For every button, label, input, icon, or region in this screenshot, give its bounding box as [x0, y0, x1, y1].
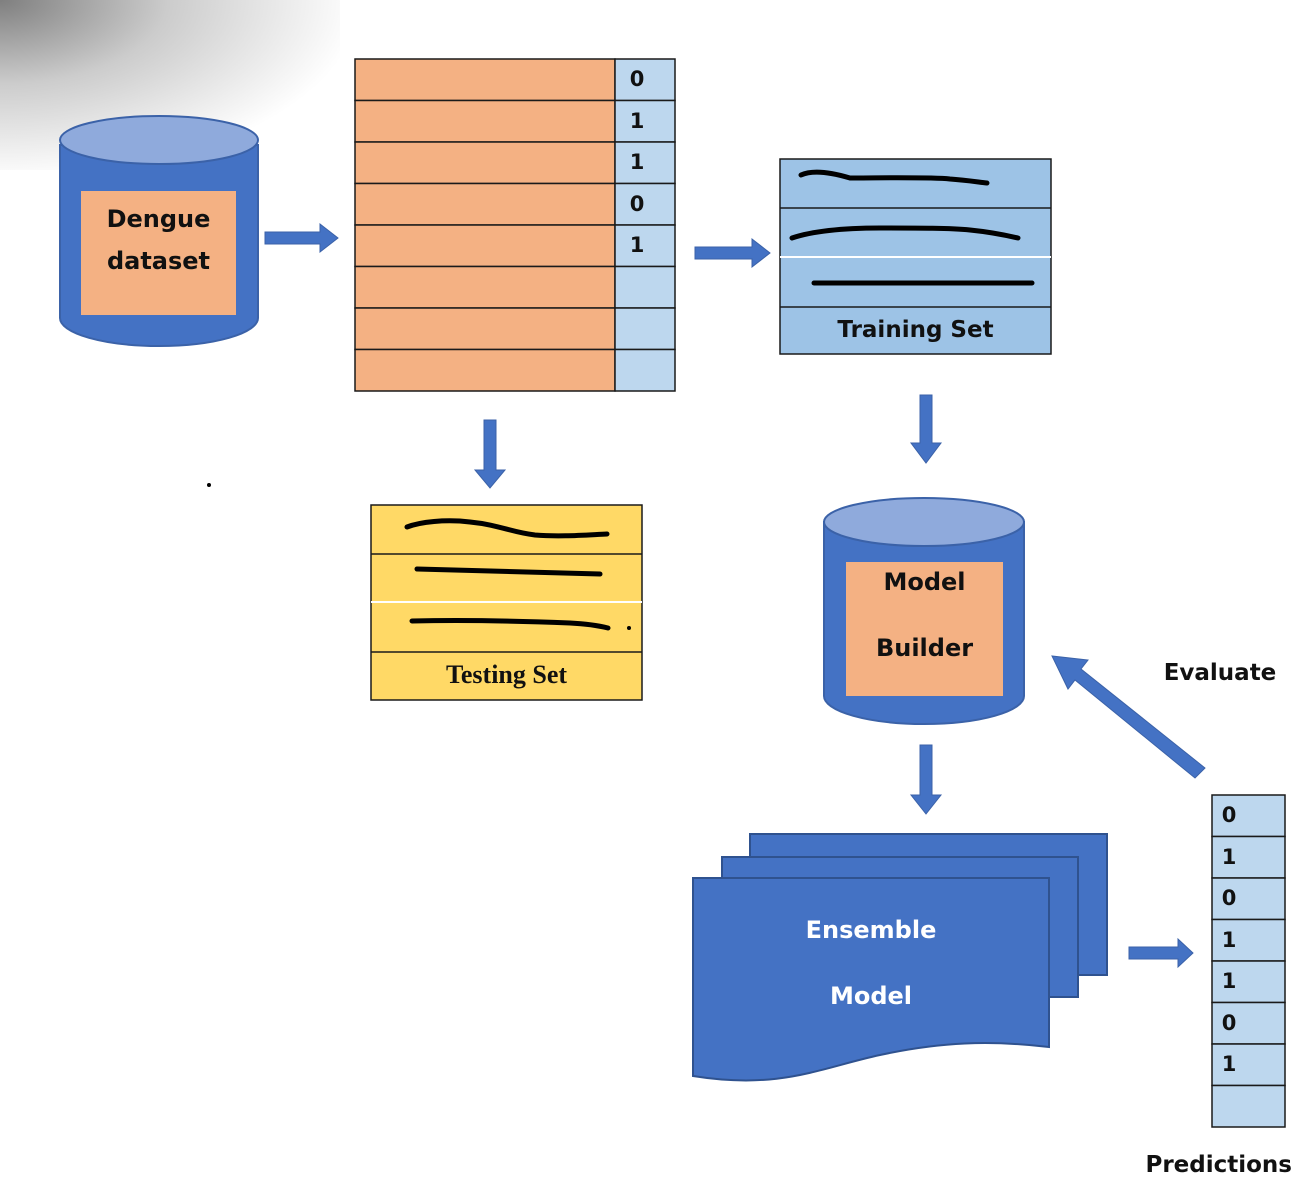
cell-value: 1: [1221, 927, 1237, 952]
testing-set-box: [370, 504, 643, 701]
arrow-ensemble-to-predictions: [1128, 937, 1194, 969]
scribble-line: [798, 169, 990, 186]
training-set-label: Training Set: [837, 317, 994, 343]
arrow-evaluate: [1051, 655, 1206, 779]
table-row-label: [614, 307, 676, 351]
cell-value: [615, 350, 659, 392]
scribble-line: [409, 618, 611, 631]
prediction-cell: [1211, 960, 1286, 1004]
dengue-dataset-cylinder: [59, 115, 259, 347]
dataset-label: Dengue dataset: [81, 198, 236, 282]
table-row-features: [354, 141, 616, 185]
table-row-label: [614, 348, 676, 392]
ensemble-model-label: Ensemble Model: [693, 910, 1049, 1016]
table-row-features: [354, 58, 616, 102]
ensemble-label-line1: Ensemble: [805, 916, 937, 944]
dataset-label-box: [81, 191, 236, 315]
model-builder-label: Model Builder: [846, 562, 1003, 668]
arrow-training-to-model: [910, 394, 942, 464]
arrow-table-to-training: [694, 237, 771, 269]
data-table: [354, 58, 676, 392]
cell-value: 1: [1221, 969, 1237, 993]
cylinder-top: [59, 115, 259, 165]
table-row-label: [614, 182, 676, 226]
arrow-model-to-ensemble: [909, 744, 943, 815]
cell-value: 1: [1221, 844, 1237, 869]
prediction-cell: [1211, 1001, 1286, 1045]
model-builder-label-line2: Builder: [875, 634, 974, 662]
cell-value: 0: [1221, 886, 1237, 910]
predictions-table: [1211, 794, 1286, 1128]
model-builder-label-line1: Model: [883, 568, 966, 596]
table-row-features: [354, 348, 616, 392]
prediction-cell: [1211, 1084, 1286, 1128]
cell-value: 0: [629, 67, 645, 91]
scribble-line: [414, 566, 603, 577]
cell-value: [1212, 1086, 1246, 1128]
cell-value: 1: [629, 150, 645, 174]
cell-value: 0: [1221, 1010, 1237, 1035]
cell-value: 1: [629, 233, 645, 257]
table-row-features: [354, 307, 616, 351]
scribble-line: [789, 225, 1021, 241]
cylinder-top: [823, 497, 1025, 547]
arrow-table-to-testing: [473, 419, 507, 489]
dataset-label-line1: Dengue: [106, 205, 211, 233]
prediction-cell: [1211, 877, 1286, 921]
cell-value: [615, 267, 659, 309]
prediction-cell: [1211, 794, 1286, 838]
table-row-features: [354, 224, 616, 268]
prediction-cell: [1211, 1043, 1286, 1087]
cell-value: 0: [629, 191, 645, 216]
document-front: [692, 877, 1050, 1082]
model-label-box: [846, 562, 1003, 696]
evaluate-label: Evaluate: [1163, 660, 1277, 686]
cell-value: 1: [1221, 1052, 1237, 1076]
cell-value: 0: [1221, 803, 1237, 827]
scribble-line: [404, 518, 610, 539]
cell-value: 1: [629, 108, 645, 133]
table-row-features: [354, 182, 616, 226]
predictions-label: Predictions: [1145, 1152, 1292, 1178]
dataset-label-line2: dataset: [106, 247, 211, 275]
table-row-features: [354, 99, 616, 143]
prediction-cell: [1211, 835, 1286, 879]
model-builder-cylinder: [823, 497, 1025, 725]
stray-dot: [207, 483, 211, 487]
ensemble-label-line2: Model: [829, 982, 913, 1010]
arrow-dataset-to-table: [264, 222, 339, 254]
table-row-features: [354, 265, 616, 309]
training-set-box: [779, 158, 1052, 355]
testing-set-label: Testing Set: [445, 660, 568, 689]
cell-value: [615, 308, 659, 350]
ensemble-model-stack: [692, 833, 1108, 1082]
